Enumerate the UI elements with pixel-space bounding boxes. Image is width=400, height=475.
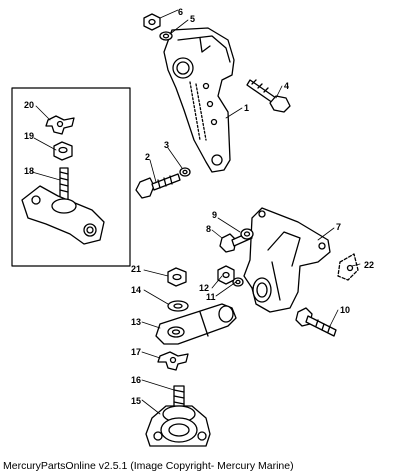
- label-part-18: 18: [24, 166, 34, 176]
- label-part-9: 9: [212, 210, 217, 220]
- label-part-2: 2: [145, 152, 150, 162]
- inset-frame: [11, 87, 131, 267]
- lower-mount-bracket: [243, 207, 331, 313]
- label-part-21: 21: [131, 264, 141, 274]
- bolt-part-4: [246, 79, 291, 113]
- washer-part-9: [240, 228, 254, 240]
- label-part-16: 16: [131, 375, 141, 385]
- label-part-1: 1: [244, 103, 249, 113]
- label-part-3: 3: [164, 140, 169, 150]
- part-labels: 6 5 4 1 2 3 9 7 8 22 21 12 14 11 10 13 1…: [24, 7, 374, 406]
- label-part-8: 8: [206, 224, 211, 234]
- bolt-part-10: [295, 307, 337, 337]
- label-part-19: 19: [24, 131, 34, 141]
- label-part-6: 6: [178, 7, 183, 17]
- label-part-15: 15: [131, 396, 141, 406]
- nut-part-21: [167, 267, 187, 287]
- bolt-part-2: [135, 173, 181, 199]
- label-part-10: 10: [340, 305, 350, 315]
- label-part-12: 12: [199, 283, 209, 293]
- washer-part-3: [179, 167, 191, 177]
- label-part-22: 22: [364, 260, 374, 270]
- clip-part-20: [45, 115, 75, 135]
- washer-part-5: [159, 31, 173, 41]
- label-part-17: 17: [131, 347, 141, 357]
- mount-part-18: [21, 167, 105, 245]
- copyright-caption: MercuryPartsOnline v2.5.1 (Image Copyrig…: [3, 460, 294, 472]
- label-part-14: 14: [131, 285, 141, 295]
- label-part-13: 13: [131, 317, 141, 327]
- label-part-5: 5: [190, 14, 195, 24]
- nut-part-6: [143, 13, 161, 31]
- upper-mount-bracket: [163, 27, 235, 173]
- washer-part-11: [232, 277, 244, 287]
- leader-lines: [31, 9, 361, 415]
- clip-part-22: [337, 253, 359, 281]
- label-part-11: 11: [206, 292, 216, 302]
- label-part-4: 4: [284, 81, 289, 91]
- link-part-13: [155, 303, 237, 345]
- nut-part-19: [53, 141, 73, 161]
- nut-part-12: [217, 265, 235, 285]
- washer-part-14: [167, 300, 189, 312]
- label-part-20: 20: [24, 100, 34, 110]
- mount-part-15: [145, 405, 211, 447]
- label-part-7: 7: [336, 222, 341, 232]
- clip-part-17: [157, 351, 189, 371]
